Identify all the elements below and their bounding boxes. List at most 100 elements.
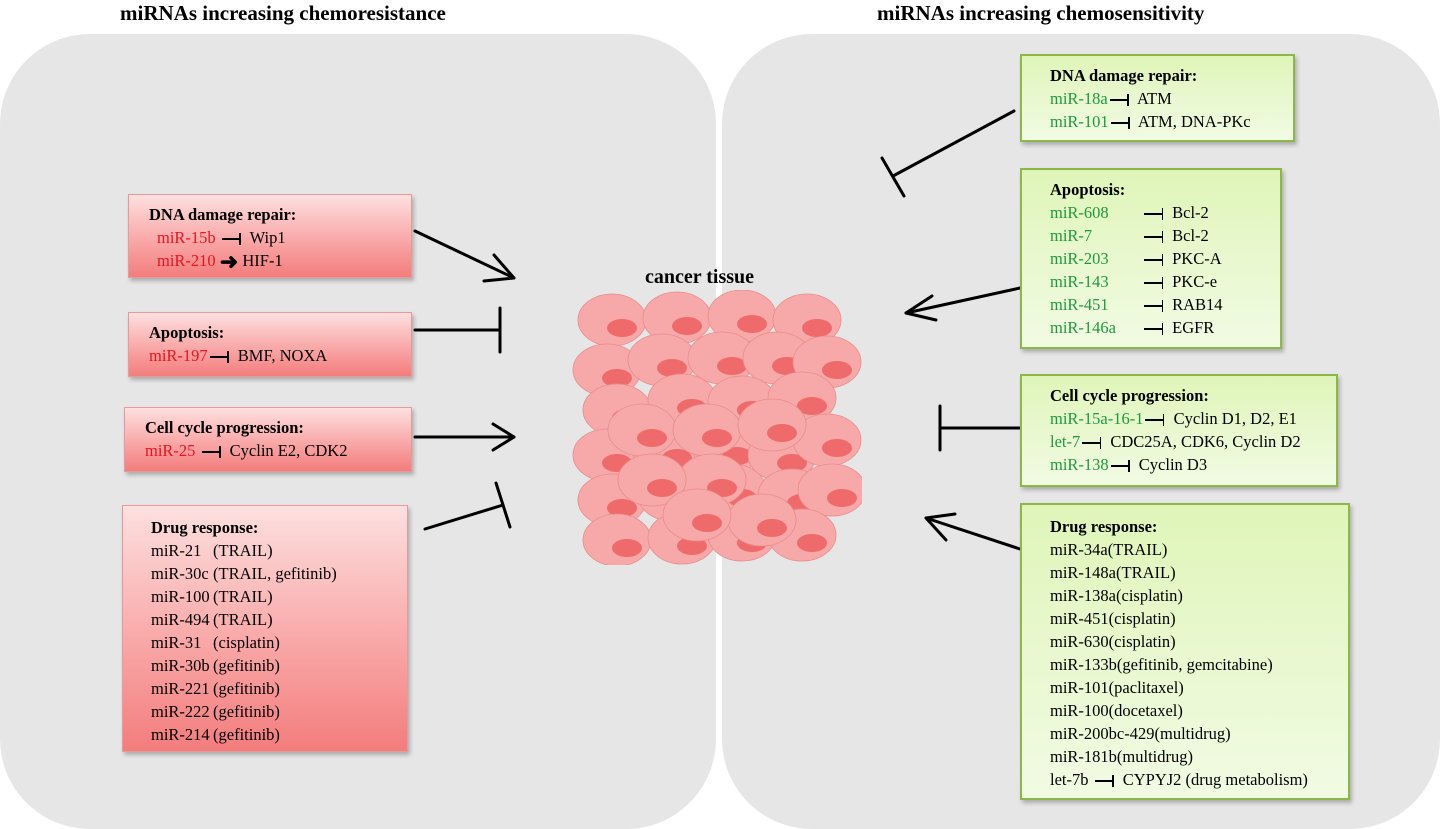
inhibition-icon [1142,277,1168,290]
mirna-row: miR-21 (TRAIL) [151,539,393,562]
mirna-row: miR-148a(TRAIL) [1050,561,1338,584]
mirna-row: miR-15a-16-1 Cyclin D1, D2, E1 [1050,407,1324,430]
inhibition-icon [1143,414,1169,427]
mirna-row: miR-222(gefitinib) [151,700,393,723]
mirna-name: miR-25 [145,441,196,460]
mirna-row: miR-181b(multidrug) [1050,745,1338,768]
mirna-row: miR-451 RAB14 [1050,293,1268,316]
mirna-row: miR-100(docetaxel) [1050,699,1338,722]
mirna-row: miR-30c(TRAIL, gefitinib) [151,562,393,585]
sensitivity-dna-repair-box: DNA damage repair: miR-18a ATM miR-101 AT… [1020,54,1295,142]
mirna-row: miR-7 Bcl-2 [1050,224,1268,247]
resistance-drug-response-box: Drug response: miR-21(TRAIL)miR-30c(TRAI… [122,505,408,752]
drug-name: (gefitinib) [213,656,280,675]
drug-name: (TRAIL) [213,541,273,560]
sensitivity-drug-response-box: Drug response: miR-34a(TRAIL)miR-148a(TR… [1020,503,1350,800]
target-gene: PKC-A [1172,249,1222,268]
mirna-name: miR-148a [1050,563,1116,582]
box-title: Drug response: [151,518,259,537]
target-gene: CDC25A, CDK6, Cyclin D2 [1110,432,1301,451]
drug-name: (gefitinib) [213,725,280,744]
cancer-cell [792,413,862,467]
mirna-name: miR-210 [157,251,216,270]
mirna-row: miR-101 ATM, DNA-PKc [1050,110,1281,133]
mirna-row: miR-451(cisplatin) [1050,607,1338,630]
drug-name: (gefitinib) [213,679,280,698]
inhibition-icon [1142,231,1168,244]
mirna-row: miR-494(TRAIL) [151,608,393,631]
drug-name: (TRAIL) [213,587,273,606]
mirna-row: miR-133b(gefitinib, gemcitabine) [1050,653,1338,676]
drug-name: (TRAIL) [1107,540,1168,559]
box-title: Cell cycle progression: [145,418,304,437]
inhibition-icon [1093,775,1119,788]
mirna-name: miR-100 [151,587,210,606]
box-title: Cell cycle progression: [1050,386,1209,405]
inhibition-icon [1142,323,1168,336]
mirna-name: let-7 [1050,432,1081,451]
target-gene: PKC-e [1172,272,1218,291]
drug-name: (docetaxel) [1108,701,1183,720]
target-gene: Bcl-2 [1172,203,1209,222]
box-title: Apoptosis: [149,323,225,342]
drug-name: (cisplatin) [1108,609,1176,628]
inhibition-icon [208,351,234,364]
target-gene: Cyclin D1, D2, E1 [1173,409,1297,428]
cancer-cell [707,290,777,343]
mirna-name: miR-138 [1050,455,1109,474]
mirna-name: miR-15b [157,228,216,247]
mirna-name: miR-451 [1050,295,1109,314]
target-gene: BMF, NOXA [237,346,328,365]
inhibition-icon [200,446,226,459]
mirna-name: miR-30b [151,656,210,675]
mirna-name: miR-143 [1050,272,1109,291]
target-gene: RAB14 [1172,295,1223,314]
mirna-name: miR-214 [151,725,210,744]
target-gene: Cyclin E2, CDK2 [229,441,348,460]
arrow-resistance-dna-repair [413,229,516,283]
mirna-row: miR-197 BMF, NOXA [149,344,399,367]
mirna-name: miR-200bc-429 [1050,724,1155,743]
mirna-name: miR-608 [1050,203,1109,222]
target-gene: CYPYJ2 (drug metabolism) [1122,770,1308,789]
mirna-name: miR-18a [1050,89,1108,108]
box-title: Apoptosis: [1050,180,1126,199]
mirna-name: miR-138a [1050,586,1116,605]
cancer-cell [617,453,687,507]
mirna-row: miR-100(TRAIL) [151,585,393,608]
target-gene: EGFR [1172,318,1215,337]
inhibition-icon [220,233,246,246]
box-title: DNA damage repair: [1050,66,1198,85]
target-gene: ATM, DNA-PKc [1137,112,1251,131]
cancer-cell [797,463,862,517]
mirna-row: miR-34a(TRAIL) [1050,538,1338,561]
drug-name: (cisplatin) [1116,586,1183,605]
mirna-row: miR-138 Cyclin D3 [1050,453,1324,476]
target-gene: ATM [1136,89,1172,108]
drug-name: (multidrug) [1116,747,1193,766]
resistance-dna-repair-box: DNA damage repair: miR-15b Wip1 miR-210 … [128,194,412,278]
drug-name: (paclitaxel) [1108,678,1184,697]
mirna-row: miR-101(paclitaxel) [1050,676,1338,699]
drug-name: (gefitinib) [213,702,280,721]
mirna-row: miR-138a(cisplatin) [1050,584,1338,607]
drug-name: (TRAIL, gefitinib) [213,564,337,583]
box-title: Drug response: [1050,517,1158,536]
target-gene: Cyclin D3 [1138,455,1208,474]
inhibit-sensitivity-dna-repair [880,109,1016,198]
mirna-name: miR-101 [1050,112,1109,131]
mirna-name: miR-30c [151,564,209,583]
sensitivity-cell-cycle-box: Cell cycle progression: miR-15a-16-1 Cyc… [1020,374,1338,487]
mirna-name: miR-133b [1050,655,1117,674]
mirna-row: miR-221(gefitinib) [151,677,393,700]
mirna-name: miR-222 [151,702,210,721]
mirna-name: miR-21 [151,541,202,560]
inhibition-icon [1080,437,1106,450]
drug-name: (cisplatin) [213,633,280,652]
inhibit-resistance-drug-response [423,481,512,531]
resistance-apoptosis-box: Apoptosis: miR-197 BMF, NOXA [128,312,412,377]
mirna-row: let-7b CYPYJ2 (drug metabolism) [1050,768,1338,791]
mirna-row: miR-214(gefitinib) [151,723,393,746]
